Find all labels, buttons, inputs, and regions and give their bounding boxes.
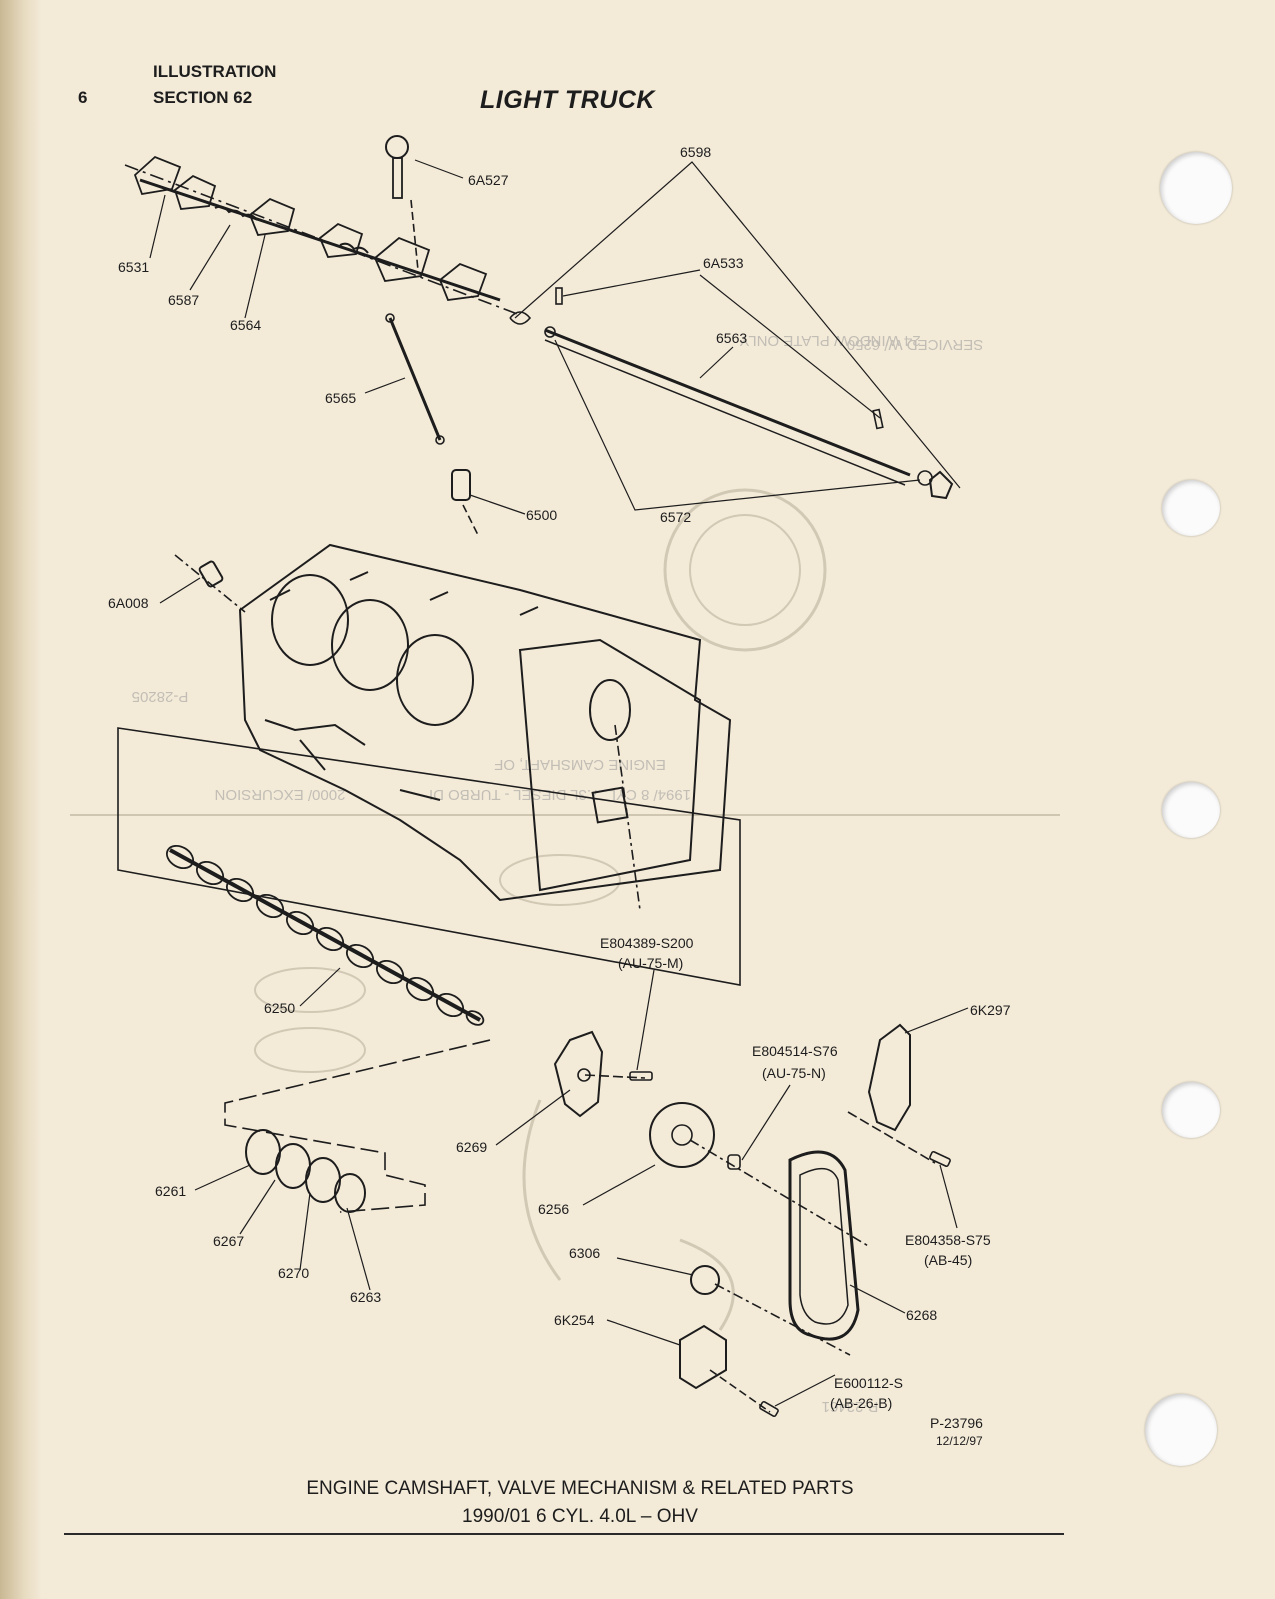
label-AU-75-M: (AU-75-M)	[618, 955, 683, 971]
label-6261: 6261	[155, 1183, 186, 1199]
figure-id: P-23796	[930, 1415, 983, 1431]
bleed-text-3: ENGINE CAMSHAFT, OF	[494, 756, 666, 773]
label-6306: 6306	[569, 1245, 600, 1261]
binder-hole-2	[1162, 480, 1220, 536]
bleed-text-6: P-28205	[132, 688, 189, 705]
header-section: SECTION 62	[153, 88, 253, 107]
label-6500: 6500	[526, 507, 557, 523]
binder-hole-1	[1160, 152, 1232, 224]
label-6263: 6263	[350, 1289, 381, 1305]
bleed-text-7: P-23461	[822, 1398, 879, 1415]
label-6K254: 6K254	[554, 1312, 595, 1328]
label-E804358-S75: E804358-S75	[905, 1232, 991, 1248]
label-6K297: 6K297	[970, 1002, 1011, 1018]
page-edge-shadow	[0, 0, 42, 1599]
bleed-through-ghost: 24 WINDOW PLATE ONLY SERVICED W/ 6250 EN…	[70, 332, 1060, 1415]
label-6A008: 6A008	[108, 595, 149, 611]
label-6598: 6598	[680, 144, 711, 160]
footer-rule	[64, 1533, 1064, 1535]
bleed-text-5: 2000/ EXCURSION	[215, 786, 346, 803]
label-6563: 6563	[716, 330, 747, 346]
page-title: LIGHT TRUCK	[480, 86, 655, 114]
bleed-text-1: 24 WINDOW PLATE ONLY	[739, 332, 920, 349]
label-6A527: 6A527	[468, 172, 509, 188]
bleed-text-2: SERVICED W/ 6250	[847, 336, 983, 353]
label-6A533: 6A533	[703, 255, 744, 271]
label-6267: 6267	[213, 1233, 244, 1249]
label-6564: 6564	[230, 317, 261, 333]
label-AB-26-B: (AB-26-B)	[830, 1395, 892, 1411]
label-6565: 6565	[325, 390, 356, 406]
caption-title: ENGINE CAMSHAFT, VALVE MECHANISM & RELAT…	[306, 1478, 854, 1499]
label-AB-45: (AB-45)	[924, 1252, 972, 1268]
label-6250: 6250	[264, 1000, 295, 1016]
binder-hole-3	[1162, 782, 1220, 838]
bleed-text-4: 1994/ 8 CYL. 7.3L DIESEL - TURBO DI	[429, 786, 691, 803]
figure-date: 12/12/97	[936, 1434, 983, 1448]
label-E804514-S76: E804514-S76	[752, 1043, 838, 1059]
binder-hole-4	[1162, 1082, 1220, 1138]
label-E804389-S200: E804389-S200	[600, 935, 694, 951]
label-E600112-S: E600112-S	[834, 1375, 903, 1391]
label-6268: 6268	[906, 1307, 937, 1323]
page-number: 6	[78, 88, 88, 107]
header-illustration: ILLUSTRATION	[153, 62, 277, 81]
binder-hole-5	[1145, 1394, 1217, 1466]
line-art	[117, 135, 954, 1418]
part-labels: 6531 6587 6564 6565 6500 6A527 6598 6A53…	[108, 144, 1011, 1448]
label-6270: 6270	[278, 1265, 309, 1281]
label-6256: 6256	[538, 1201, 569, 1217]
leader-lines	[149, 159, 969, 1407]
label-6269: 6269	[456, 1139, 487, 1155]
caption-subtitle: 1990/01 6 CYL. 4.0L – OHV	[462, 1506, 698, 1527]
label-6531: 6531	[118, 259, 149, 275]
label-6587: 6587	[168, 292, 199, 308]
label-6572: 6572	[660, 509, 691, 525]
label-AU-75-N: (AU-75-N)	[762, 1065, 826, 1081]
